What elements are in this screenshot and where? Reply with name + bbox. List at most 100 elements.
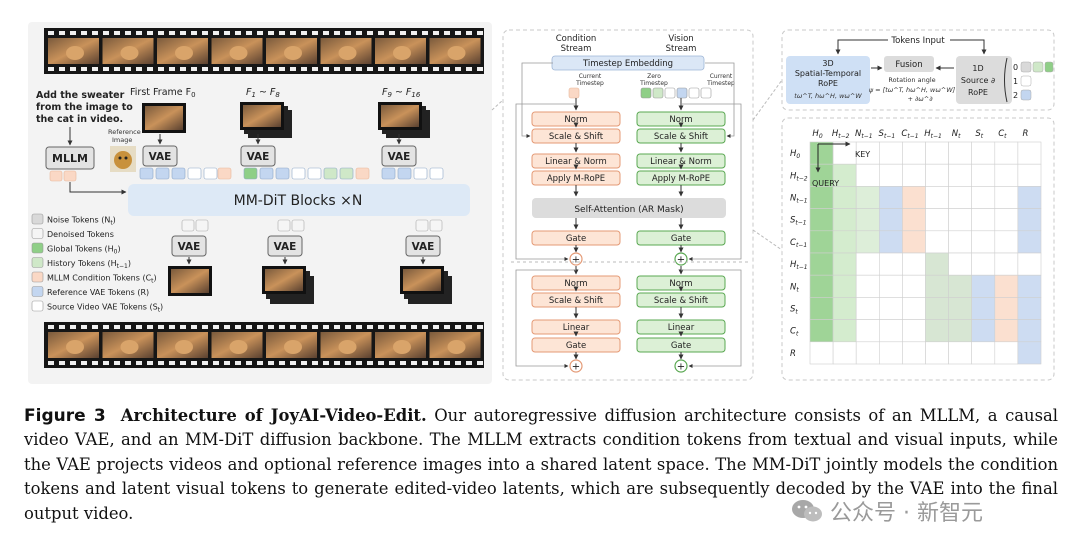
source-token	[1032, 61, 1044, 73]
column-label-subscript: t−2	[838, 133, 849, 140]
sprocket-hole	[169, 67, 175, 71]
mask-cell	[971, 230, 996, 254]
latent-token	[187, 167, 202, 180]
cat-silhouette	[447, 46, 466, 60]
figure-number: Figure 3	[24, 406, 106, 426]
cat-silhouette	[175, 340, 193, 354]
mask-cell	[994, 319, 1019, 343]
arrow	[835, 39, 888, 55]
vision-token	[640, 87, 652, 99]
vae-label: VAE	[149, 151, 172, 163]
mask-cell	[971, 186, 996, 209]
mask-cell	[971, 297, 996, 320]
legend-label-text: Source Video VAE Tokens (S	[47, 303, 158, 312]
vae-label: VAE	[247, 151, 270, 163]
mask-cell	[902, 141, 926, 165]
legend-label-text: MLLM Condition Tokens (C	[47, 274, 152, 283]
mask-cell	[994, 163, 1019, 187]
sprocket-hole	[158, 325, 164, 329]
column-label: Ht−1	[924, 129, 942, 140]
sprocket-hole	[158, 31, 164, 35]
sprocket-hole	[279, 361, 285, 365]
sprocket-hole	[268, 361, 274, 365]
current-timestep-label: Current	[579, 73, 602, 80]
architecture-figure: Add the sweater from the image to the ca…	[28, 22, 1055, 384]
sprocket-hole	[59, 67, 65, 71]
mask-cell	[832, 341, 857, 365]
instruction-line-3: the cat in video.	[36, 114, 123, 125]
mask-cell	[1017, 319, 1042, 343]
sprocket-hole	[81, 325, 87, 329]
legend-label: History Tokens (Ht−1)	[47, 259, 131, 270]
mask-cell	[925, 230, 949, 254]
legend-label-text: Reference VAE Tokens (R)	[47, 288, 149, 297]
sprocket-hole	[433, 67, 439, 71]
sprocket-hole	[312, 325, 318, 329]
sprocket-hole	[158, 361, 164, 365]
sprocket-hole	[114, 361, 120, 365]
mask-cell	[971, 208, 996, 232]
source-rope-line: Source ∂	[961, 76, 995, 85]
mask-cell	[1017, 341, 1042, 365]
column-label: Ht−2	[832, 129, 850, 140]
mask-cell	[1017, 252, 1042, 276]
sprocket-hole	[136, 67, 142, 71]
row-label-subscript: t	[795, 309, 798, 316]
vision-token	[700, 87, 712, 99]
sprocket-hole	[257, 31, 263, 35]
sprocket-hole	[466, 325, 472, 329]
mask-cell	[878, 274, 903, 298]
mask-cell	[902, 252, 926, 276]
mask-cell	[948, 274, 972, 298]
latent-token	[413, 167, 428, 180]
timestep-line	[521, 62, 553, 138]
condition-stream-label-1: Condition	[556, 34, 597, 44]
mask-cell	[925, 208, 949, 232]
sprocket-hole	[136, 325, 142, 329]
sprocket-hole	[70, 31, 76, 35]
vision-token-row	[640, 87, 712, 99]
vae-top-2: VAE	[240, 145, 276, 167]
watermark: 公众号 · 新智元	[790, 494, 983, 528]
mask-cell	[1017, 297, 1042, 320]
row-label-text: S	[790, 305, 796, 315]
mask-cell	[809, 319, 834, 343]
sprocket-hole	[411, 361, 417, 365]
sprocket-hole	[334, 325, 340, 329]
column-label-text: C	[998, 129, 1004, 139]
source-rope-line: RoPE	[968, 88, 988, 97]
sprocket-hole	[147, 361, 153, 365]
sprocket-hole	[466, 31, 472, 35]
mask-cell	[948, 141, 972, 165]
left-panel: Add the sweater from the image to the ca…	[28, 22, 492, 384]
mask-cell	[994, 341, 1019, 365]
sprocket-hole	[422, 361, 428, 365]
cat-silhouette	[284, 46, 302, 60]
legend-label-subscript: t	[151, 278, 154, 285]
mask-cell	[902, 208, 926, 232]
sprocket-hole	[378, 67, 384, 71]
row-label-subscript: t−1	[796, 264, 807, 271]
self-attention-label: Self-Attention (AR Mask)	[574, 205, 683, 215]
mask-cell	[832, 252, 857, 276]
sprocket-hole	[70, 325, 76, 329]
current-timestep-label: Timestep	[706, 80, 735, 87]
reference-image-label-1: Reference	[108, 128, 141, 136]
sprocket-hole	[191, 325, 197, 329]
sprocket-hole	[455, 67, 461, 71]
sprocket-hole	[180, 31, 186, 35]
sprocket-hole	[213, 325, 219, 329]
column-label: Ct	[998, 129, 1007, 140]
condition-residual-add	[569, 359, 583, 373]
frames-1-8-stack	[240, 102, 292, 138]
vision-residual-add-label: +	[677, 362, 685, 373]
legend-label-text: Global Tokens (H	[47, 245, 114, 254]
sprocket-hole	[290, 361, 296, 365]
latent-token	[323, 167, 338, 180]
source-index: 1	[1013, 77, 1018, 86]
vision-block-label: Scale & Shift	[654, 132, 709, 142]
sprocket-hole	[444, 31, 450, 35]
sprocket-hole	[213, 361, 219, 365]
